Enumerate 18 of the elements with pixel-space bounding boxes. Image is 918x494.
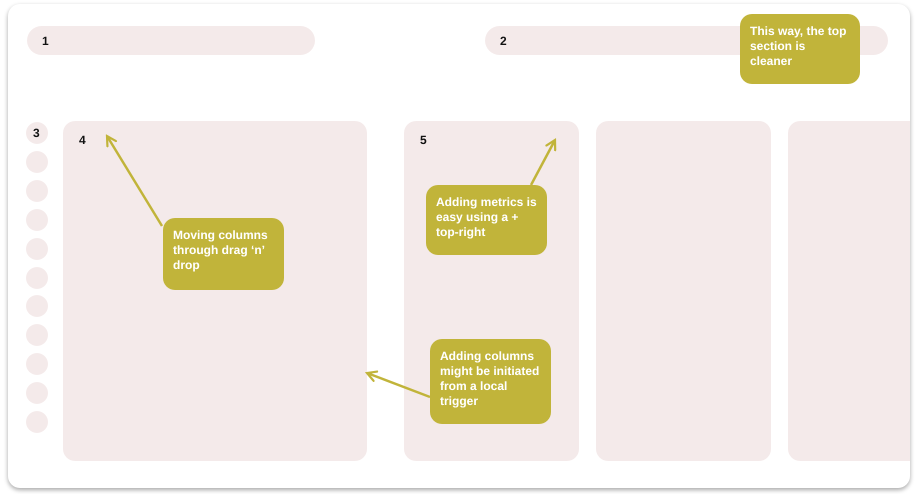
sticky-note	[426, 185, 547, 255]
arrow	[530, 138, 556, 186]
note-text: Adding columns might be initiated from a local trigger	[440, 349, 540, 408]
section-number: 1	[42, 34, 49, 48]
arrow	[106, 134, 164, 227]
sticky-note	[740, 14, 860, 84]
sticky-note	[163, 218, 284, 290]
column-panel	[63, 121, 367, 461]
note-text: This way, the top section is cleaner	[750, 24, 846, 68]
section-number: 4	[79, 133, 86, 147]
column-panel	[404, 121, 579, 461]
arrow	[366, 370, 430, 398]
note-text: Adding metrics is easy using a + top-right	[436, 195, 537, 239]
sticky-note	[430, 339, 551, 424]
note-text: Moving columns through drag ‘n’ drop	[173, 228, 268, 272]
section-number: 2	[500, 34, 507, 48]
section-number: 5	[420, 133, 427, 147]
section-number: 3	[33, 126, 40, 140]
